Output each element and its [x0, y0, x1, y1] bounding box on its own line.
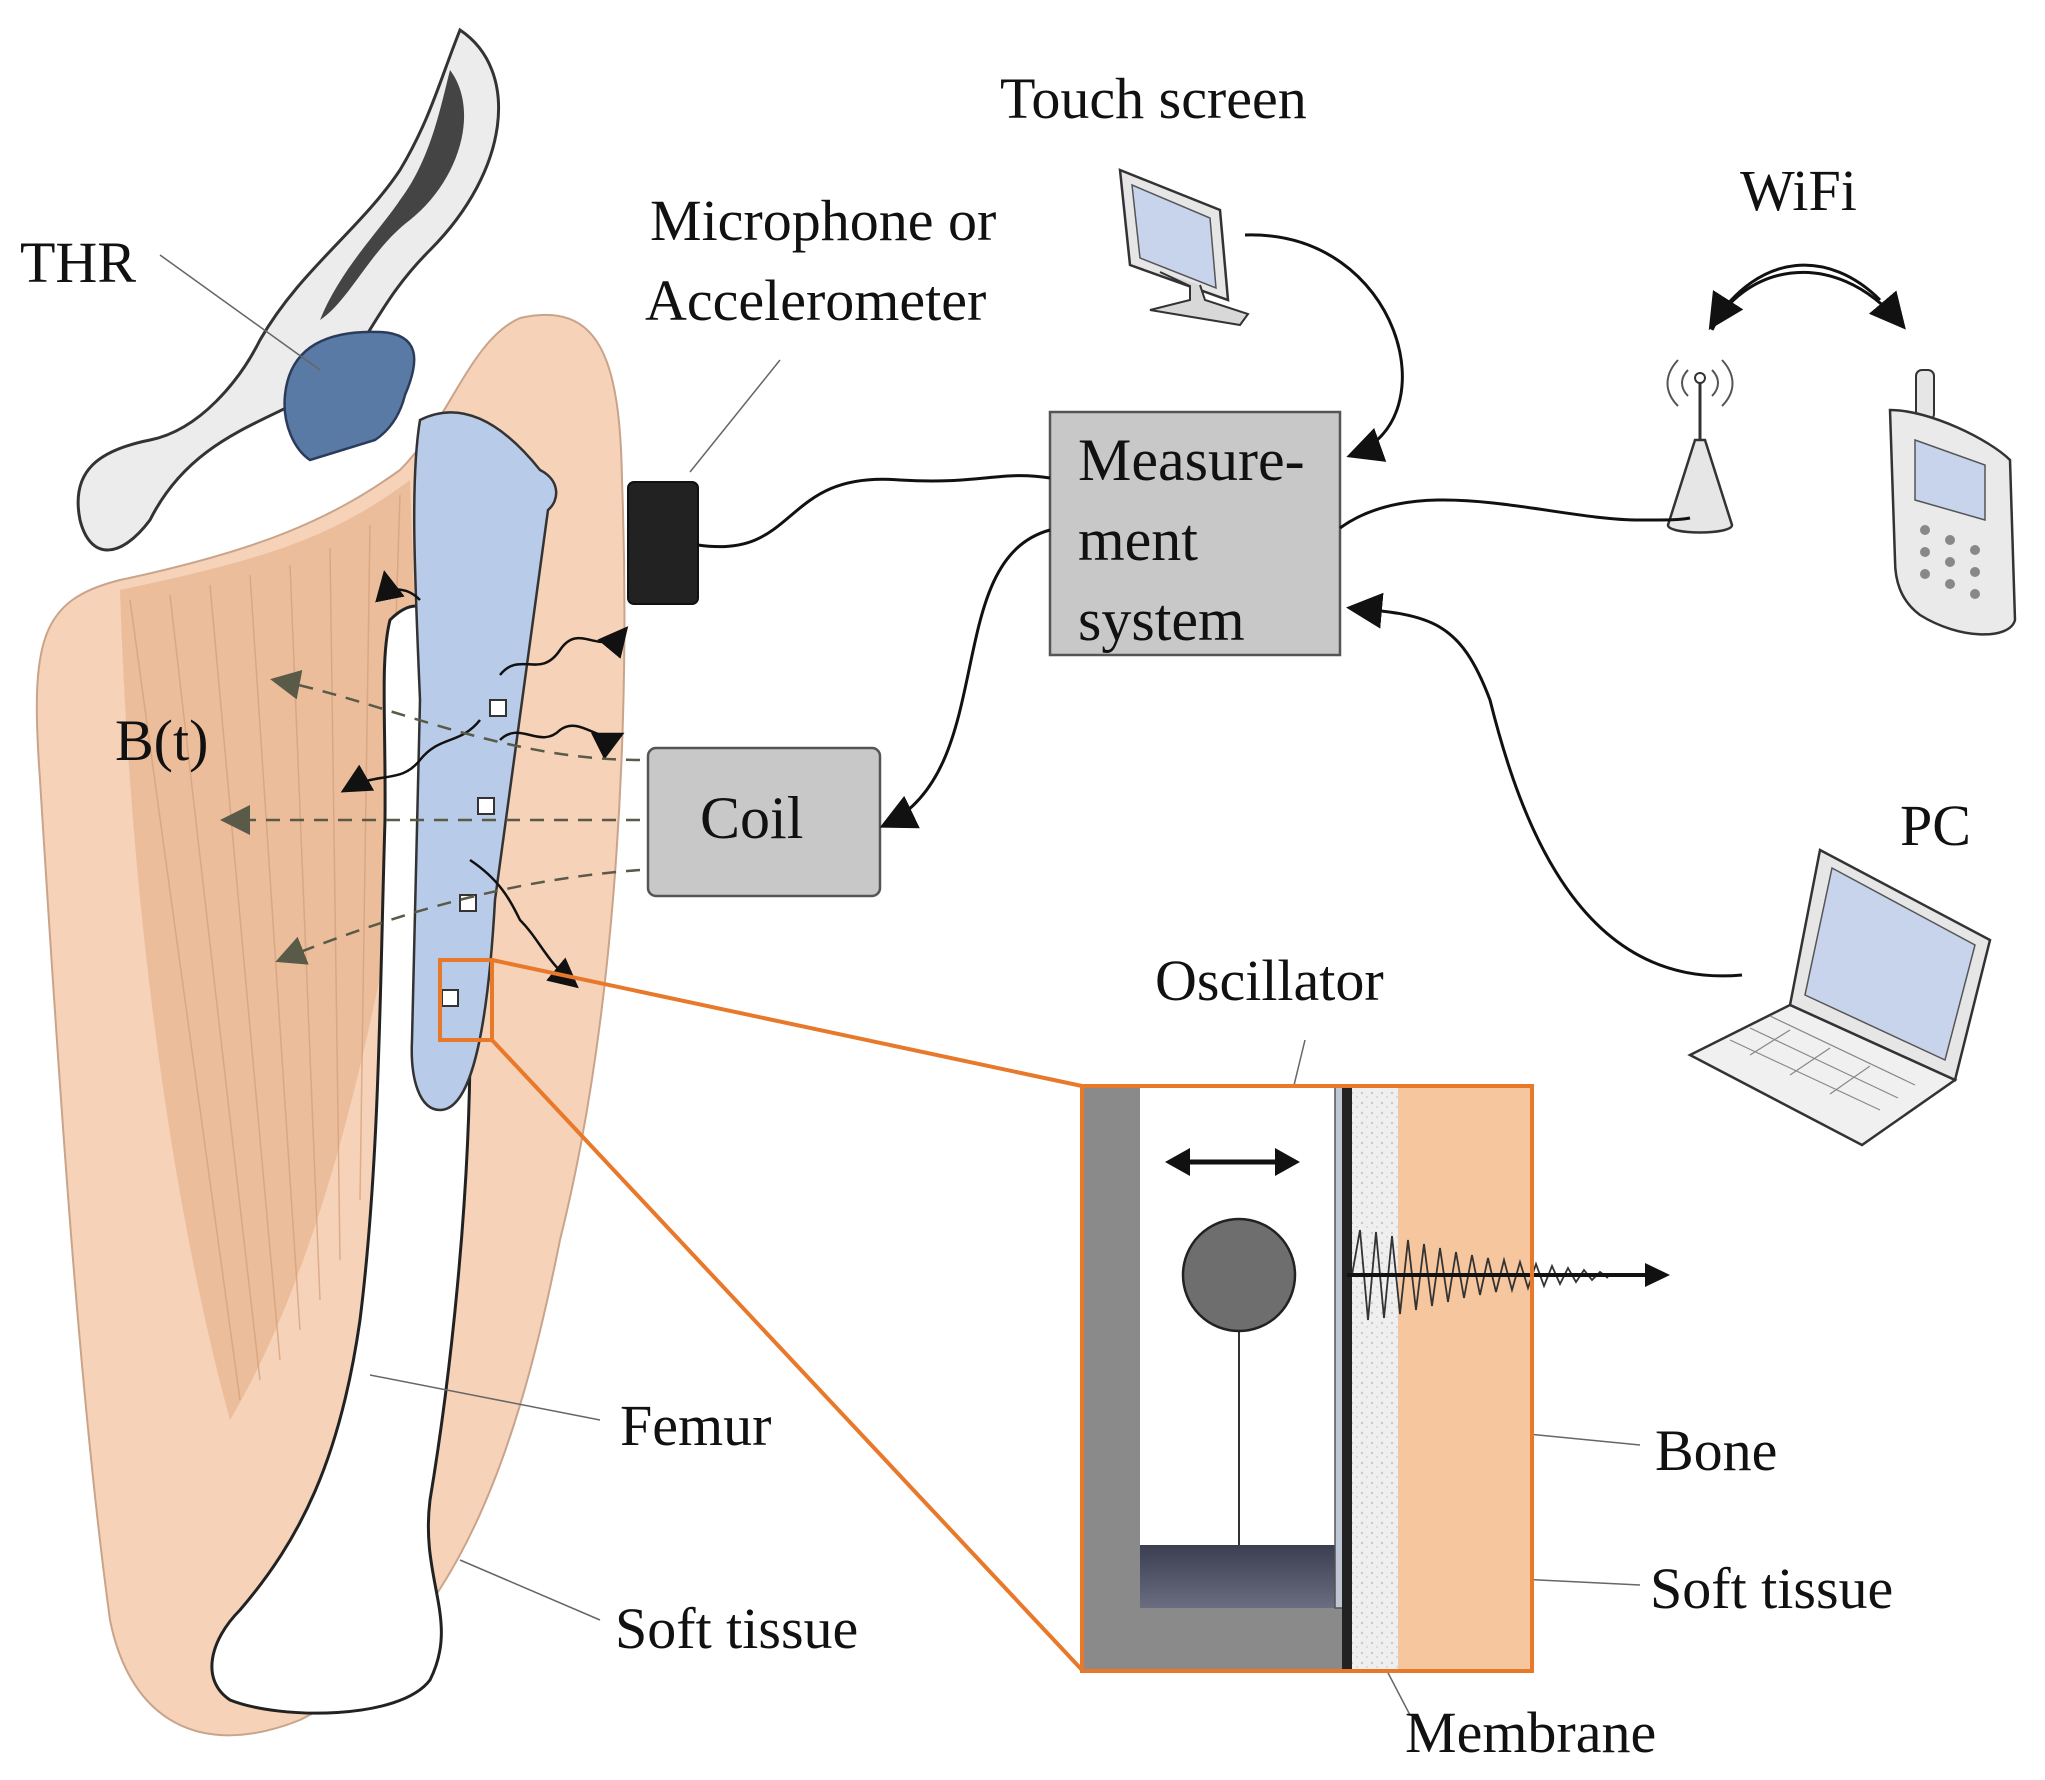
measurement-label-2: ment [1078, 507, 1198, 573]
magnetic-field-label: B(t) [115, 708, 208, 773]
acoustic-waves [340, 570, 629, 989]
soft-tissue-left-label: Soft tissue [615, 1596, 858, 1661]
measurement-system-box [1048, 410, 1342, 657]
pc-label: PC [1900, 793, 1971, 858]
implant-head [283, 330, 416, 462]
magnetic-field-lines [220, 669, 641, 965]
microphone-label: Microphone or [650, 188, 996, 253]
muscle-region [120, 480, 420, 1420]
membrane [1342, 1086, 1352, 1671]
femur-label: Femur [620, 1393, 771, 1458]
soft-tissue-right-label: Soft tissue [1650, 1556, 1893, 1621]
laptop-icon [1687, 848, 1992, 1147]
oscillator-inset [1080, 1084, 1670, 1673]
pelvis-shadow [320, 70, 465, 320]
connections [697, 233, 1906, 978]
membrane-label: Membrane [1405, 1700, 1656, 1765]
measurement-label-3: system [1078, 587, 1245, 653]
zoom-line-bottom [490, 1038, 1084, 1672]
monitor-icon [1118, 168, 1250, 327]
leg-illustration [35, 27, 1084, 1737]
zoom-source-box [438, 958, 494, 1042]
implant-stem [410, 411, 558, 1112]
measurement-label-1: Measure- [1078, 427, 1305, 493]
zoom-line-top [491, 958, 1083, 1088]
oscillator-mass [1181, 1217, 1297, 1333]
thr-label: THR [20, 230, 136, 295]
accelerometer-label: Accelerometer [645, 268, 986, 333]
soft-tissue-layer [1398, 1086, 1532, 1671]
implant-sensors [441, 699, 507, 1007]
sensor-device [627, 481, 699, 605]
mobile-phone-icon [1888, 369, 2017, 636]
wifi-router-icon [1666, 359, 1734, 534]
bone-layer [1352, 1086, 1398, 1671]
coil-label: Coil [700, 785, 803, 851]
wifi-label: WiFi [1740, 158, 1857, 223]
oscillator-label: Oscillator [1155, 948, 1384, 1013]
touch-screen-label: Touch screen [1000, 66, 1307, 131]
bone-label: Bone [1655, 1418, 1777, 1483]
